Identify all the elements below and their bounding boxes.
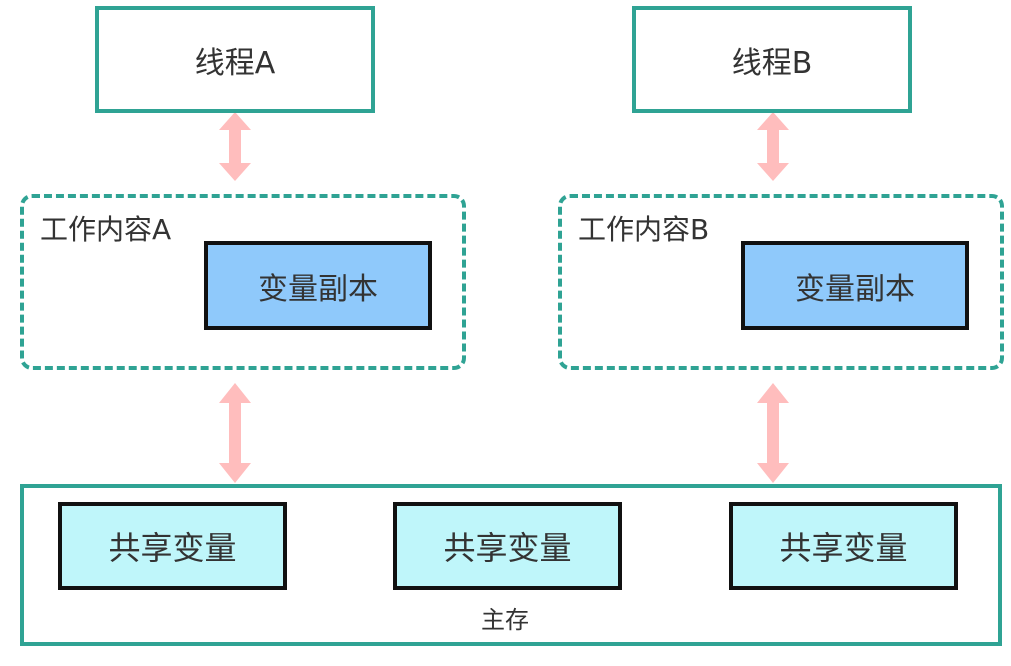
arrow-workmem-a-main (219, 383, 251, 483)
variable-copy-b: 变量副本 (741, 241, 969, 330)
variable-copy-a-label: 变量副本 (258, 271, 378, 307)
shared-variable-3: 共享变量 (729, 502, 958, 590)
arrow-thread-a-workmem-a (219, 112, 251, 181)
main-memory-label: 主存 (481, 606, 529, 634)
variable-copy-a: 变量副本 (204, 241, 432, 330)
shared-variable-3-label: 共享变量 (779, 529, 908, 567)
thread-a-box: 线程A (95, 6, 375, 113)
thread-b-label: 线程B (731, 45, 813, 81)
shared-variable-1: 共享变量 (58, 502, 287, 590)
arrow-workmem-b-main (757, 383, 789, 483)
work-memory-b-label: 工作内容B (578, 213, 710, 246)
work-memory-a-label: 工作内容A (40, 213, 172, 246)
variable-copy-b-label: 变量副本 (795, 271, 915, 307)
arrow-thread-b-workmem-b (757, 112, 789, 181)
thread-b-box: 线程B (632, 6, 912, 113)
thread-a-label: 线程A (194, 45, 276, 81)
shared-variable-1-label: 共享变量 (108, 529, 237, 567)
shared-variable-2: 共享变量 (393, 502, 622, 590)
shared-variable-2-label: 共享变量 (443, 529, 572, 567)
